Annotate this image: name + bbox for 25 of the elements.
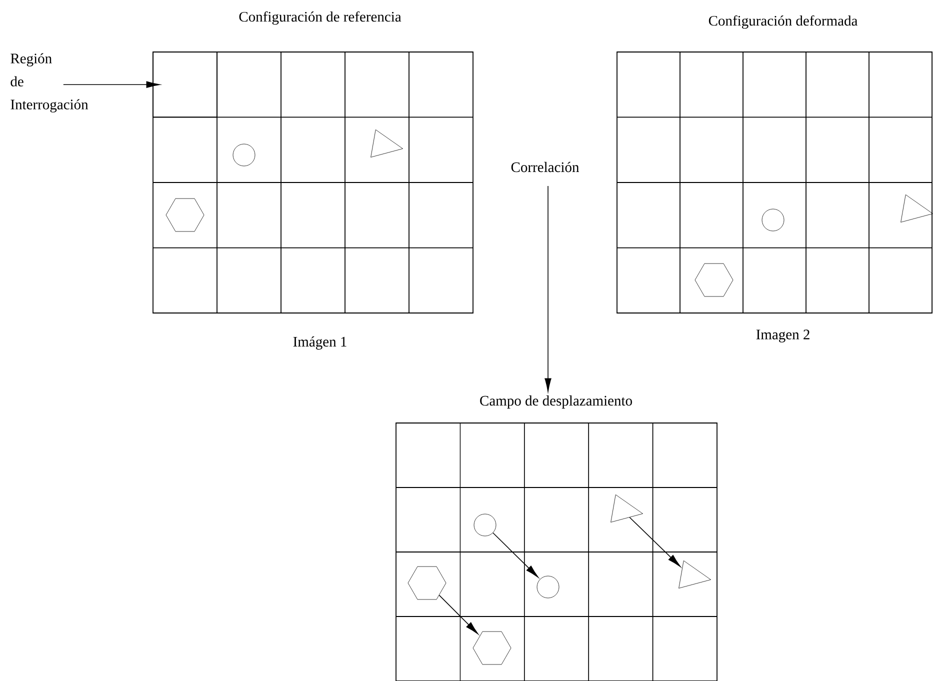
arrow: [492, 532, 538, 578]
panel-title: Campo de desplazamiento: [480, 395, 632, 409]
particle-circle: [474, 514, 496, 536]
particle-hexagon: [408, 566, 446, 600]
particle-hexagon: [694, 263, 734, 297]
particle-circle: [762, 208, 784, 232]
particle-hexagon: [166, 198, 204, 232]
particle-triangle: [610, 494, 643, 522]
particle-triangle: [678, 560, 711, 588]
arrow: [544, 186, 552, 392]
annotation-text: Región de Interrogación: [10, 53, 88, 112]
panel-title: Configuración deformada: [708, 15, 858, 29]
arrow: [63, 81, 160, 88]
particle-circle: [536, 576, 560, 598]
arrow: [438, 594, 478, 634]
interrogation-cell: [152, 52, 218, 118]
particle-triangle: [900, 194, 933, 222]
particle-hexagon: [472, 631, 512, 665]
image-caption: Imágen 1: [293, 336, 346, 350]
arrow: [629, 517, 681, 567]
image-caption: Imagen 2: [756, 330, 810, 342]
panel-title: Configuración de referencia: [239, 11, 402, 25]
particle-triangle: [370, 129, 403, 158]
edge-label: Correlación: [511, 162, 580, 172]
particle-circle: [232, 144, 256, 166]
